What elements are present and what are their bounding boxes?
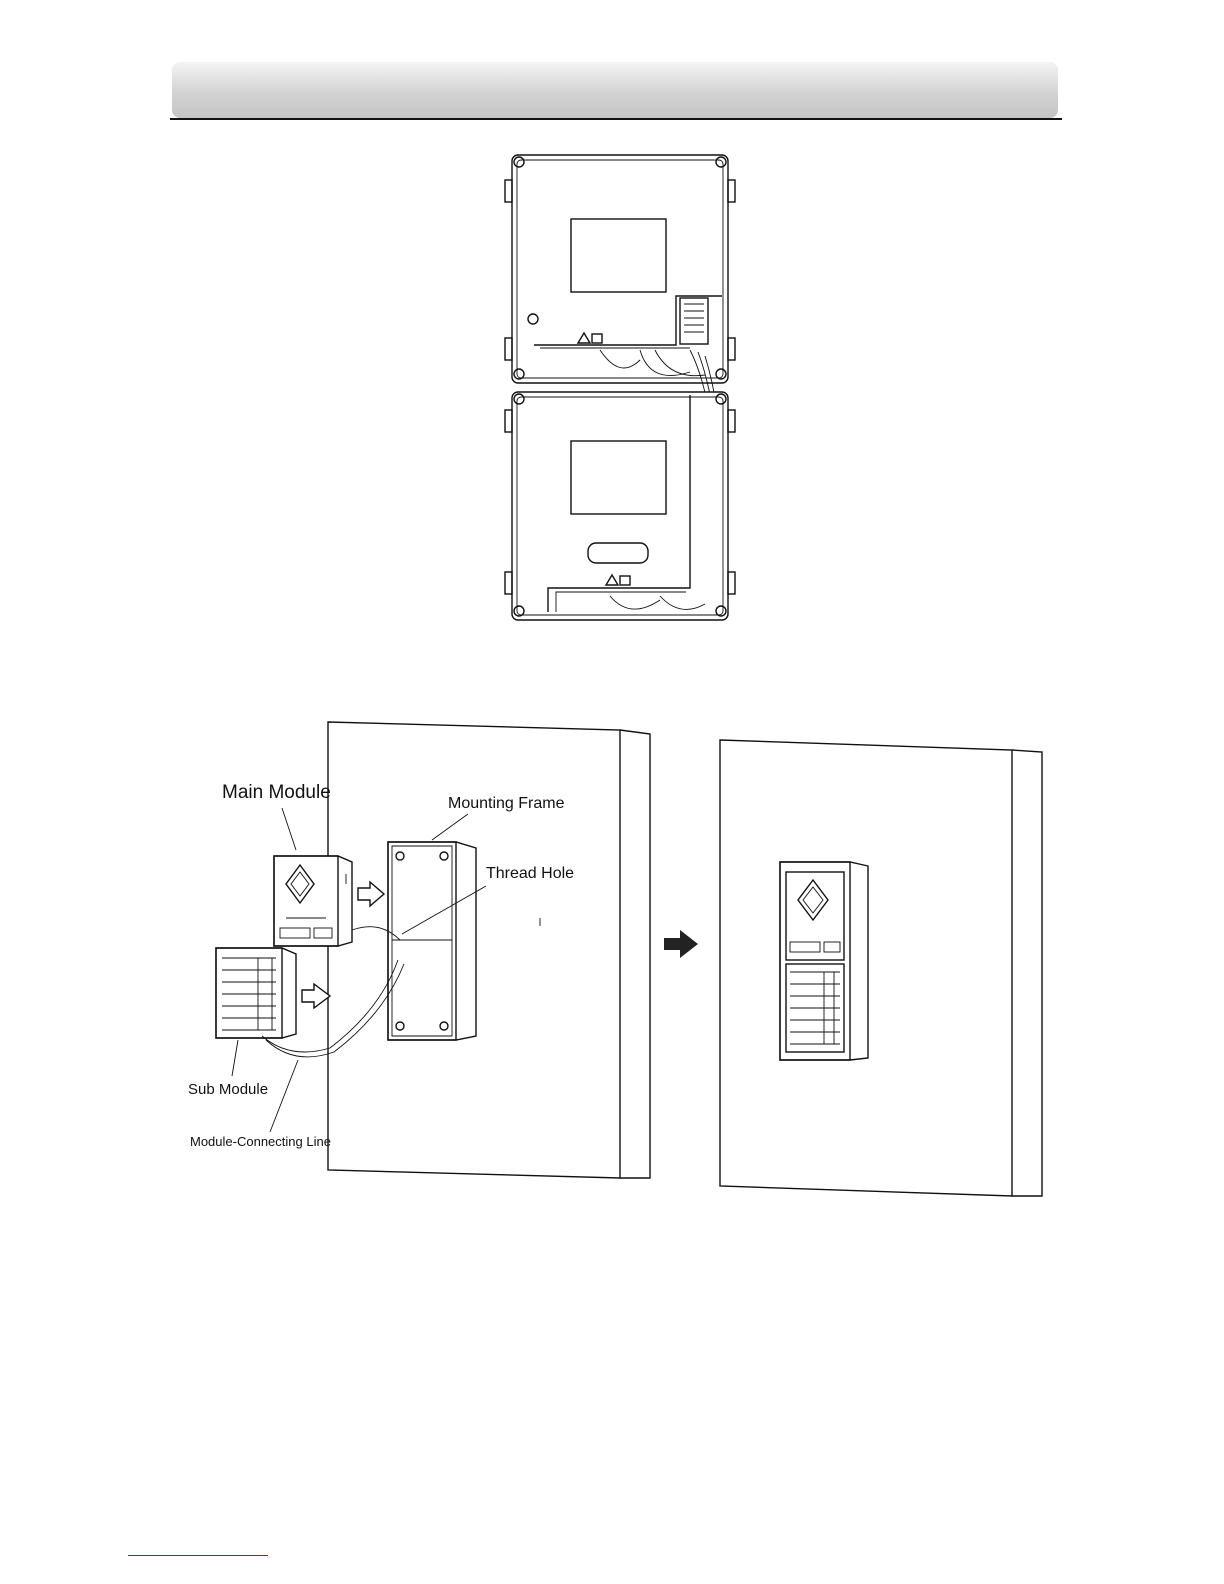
sub-module-drawing (216, 948, 296, 1038)
label-thread-hole: Thread Hole (486, 865, 574, 882)
footer-link-rule (128, 1555, 268, 1556)
installed-door-station (780, 862, 868, 1060)
label-module-connecting-line: Module-Connecting Line (190, 1134, 331, 1149)
left-wall (328, 722, 650, 1178)
mounting-frame-drawing (388, 842, 476, 1040)
right-wall (720, 740, 1042, 1196)
label-sub-module: Sub Module (188, 1081, 268, 1098)
label-main-module: Main Module (222, 782, 331, 803)
main-module-drawing (274, 856, 352, 946)
label-mounting-frame: Mounting Frame (448, 795, 565, 812)
